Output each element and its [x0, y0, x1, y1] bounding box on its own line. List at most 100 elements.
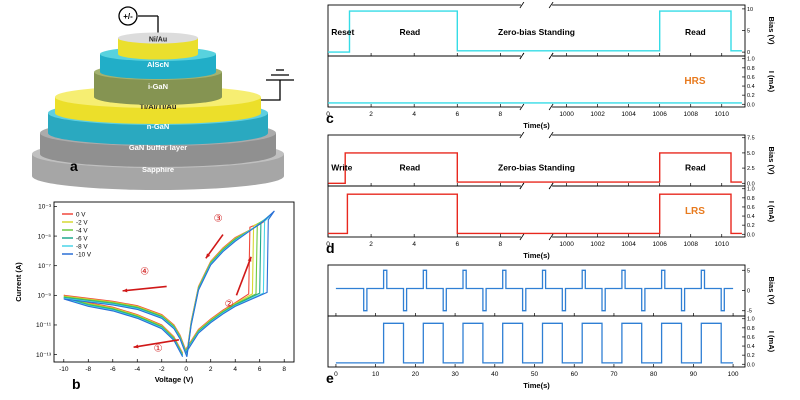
svg-text:-2: -2 — [159, 366, 165, 373]
svg-text:-4: -4 — [134, 366, 140, 373]
svg-text:0 V: 0 V — [76, 211, 86, 218]
svg-text:1004: 1004 — [621, 111, 636, 118]
svg-text:10⁻⁷: 10⁻⁷ — [38, 263, 52, 270]
svg-text:-6: -6 — [110, 366, 116, 373]
svg-text:-2 V: -2 V — [76, 219, 88, 226]
svg-text:4: 4 — [412, 111, 416, 118]
svg-text:-8: -8 — [85, 366, 91, 373]
svg-text:1000: 1000 — [559, 241, 574, 248]
svg-text:1.0: 1.0 — [747, 317, 755, 323]
svg-text:2: 2 — [369, 111, 373, 118]
svg-text:0.2: 0.2 — [747, 353, 755, 359]
svg-text:90: 90 — [690, 371, 698, 378]
svg-text:③: ③ — [214, 213, 223, 224]
svg-text:10⁻¹¹: 10⁻¹¹ — [36, 322, 52, 329]
svg-text:0: 0 — [326, 111, 330, 118]
svg-text:8: 8 — [499, 241, 503, 248]
svg-text:10⁻¹³: 10⁻¹³ — [36, 352, 52, 359]
svg-text:1006: 1006 — [652, 111, 667, 118]
svg-text:0.0: 0.0 — [747, 232, 755, 238]
layer-label-niau: Ni/Au — [149, 37, 167, 44]
svg-text:2.5: 2.5 — [747, 166, 755, 172]
svg-text:0.4: 0.4 — [747, 214, 755, 220]
svg-text:1008: 1008 — [683, 111, 698, 118]
bias-source-label: +/- — [123, 12, 133, 21]
panel-label-b: b — [72, 376, 81, 392]
svg-text:1.0: 1.0 — [747, 57, 755, 63]
svg-text:Reset: Reset — [331, 27, 354, 37]
bias-source-icon: +/- — [118, 6, 138, 26]
svg-text:Time(s): Time(s) — [523, 381, 550, 390]
svg-text:I (mA): I (mA) — [767, 71, 776, 93]
svg-text:1010: 1010 — [714, 111, 729, 118]
svg-text:-4 V: -4 V — [76, 227, 88, 234]
svg-text:-10 V: -10 V — [76, 251, 92, 258]
svg-text:②: ② — [225, 299, 234, 310]
svg-text:10⁻⁵: 10⁻⁵ — [38, 233, 52, 240]
svg-text:0: 0 — [747, 50, 750, 56]
svg-text:0: 0 — [184, 366, 188, 373]
svg-text:5.0: 5.0 — [747, 151, 755, 157]
svg-text:60: 60 — [571, 371, 579, 378]
svg-text:LRS: LRS — [685, 206, 705, 217]
svg-text:0.6: 0.6 — [747, 75, 755, 81]
svg-text:1004: 1004 — [621, 241, 636, 248]
svg-text:50: 50 — [531, 371, 539, 378]
svg-text:-6 V: -6 V — [76, 235, 88, 242]
svg-text:Read: Read — [685, 163, 706, 173]
svg-text:0: 0 — [326, 241, 330, 248]
layer-label-tialtiau: Ti/Al/Ti/Au — [140, 102, 177, 111]
svg-text:0.6: 0.6 — [747, 335, 755, 341]
svg-text:-5: -5 — [747, 309, 752, 315]
svg-text:7.5: 7.5 — [747, 136, 755, 142]
svg-text:Current (A): Current (A) — [14, 262, 23, 302]
layer-label-ngan: n-GaN — [147, 122, 170, 131]
layer-label-igan: i-GaN — [148, 82, 168, 91]
svg-text:10: 10 — [747, 7, 753, 13]
svg-text:2: 2 — [369, 241, 373, 248]
svg-text:-10: -10 — [59, 366, 69, 373]
svg-text:100: 100 — [728, 371, 739, 378]
svg-text:0.4: 0.4 — [747, 84, 755, 90]
svg-text:①: ① — [154, 344, 163, 355]
svg-text:Time(s): Time(s) — [523, 251, 550, 260]
svg-text:8: 8 — [282, 366, 286, 373]
svg-text:Zero-bias Standing: Zero-bias Standing — [498, 27, 575, 37]
svg-text:20: 20 — [412, 371, 420, 378]
layer-label-sapphire: Sapphire — [142, 165, 174, 174]
svg-text:6: 6 — [455, 241, 459, 248]
svg-text:0.8: 0.8 — [747, 66, 755, 72]
svg-text:0: 0 — [747, 289, 750, 295]
panel-label-e: e — [326, 370, 334, 386]
svg-text:40: 40 — [491, 371, 499, 378]
svg-text:10⁻³: 10⁻³ — [38, 204, 52, 211]
svg-text:Voltage (V): Voltage (V) — [155, 375, 194, 384]
svg-text:0.2: 0.2 — [747, 223, 755, 229]
svg-text:1006: 1006 — [652, 241, 667, 248]
layer-label-gan-buffer: GaN buffer layer — [129, 143, 187, 152]
svg-text:0.8: 0.8 — [747, 326, 755, 332]
svg-text:0.0: 0.0 — [747, 362, 755, 368]
svg-text:1000: 1000 — [559, 111, 574, 118]
svg-text:2: 2 — [209, 366, 213, 373]
svg-text:Read: Read — [399, 27, 420, 37]
svg-text:I (mA): I (mA) — [767, 331, 776, 353]
svg-text:Bias (V): Bias (V) — [767, 147, 776, 175]
svg-text:I (mA): I (mA) — [767, 201, 776, 223]
svg-text:1010: 1010 — [714, 241, 729, 248]
svg-text:Time(s): Time(s) — [523, 121, 550, 130]
svg-text:5: 5 — [747, 268, 750, 274]
svg-text:Read: Read — [685, 27, 706, 37]
panel-label-d: d — [326, 240, 335, 256]
panel-label-c: c — [326, 110, 334, 126]
svg-text:5: 5 — [747, 29, 750, 35]
svg-text:Read: Read — [399, 163, 420, 173]
layer-label-alscn: AlScN — [147, 60, 169, 69]
svg-text:④: ④ — [140, 267, 149, 278]
layer-niau: Ni/Au — [118, 32, 198, 60]
ground-icon — [253, 69, 294, 101]
svg-text:0.8: 0.8 — [747, 196, 755, 202]
